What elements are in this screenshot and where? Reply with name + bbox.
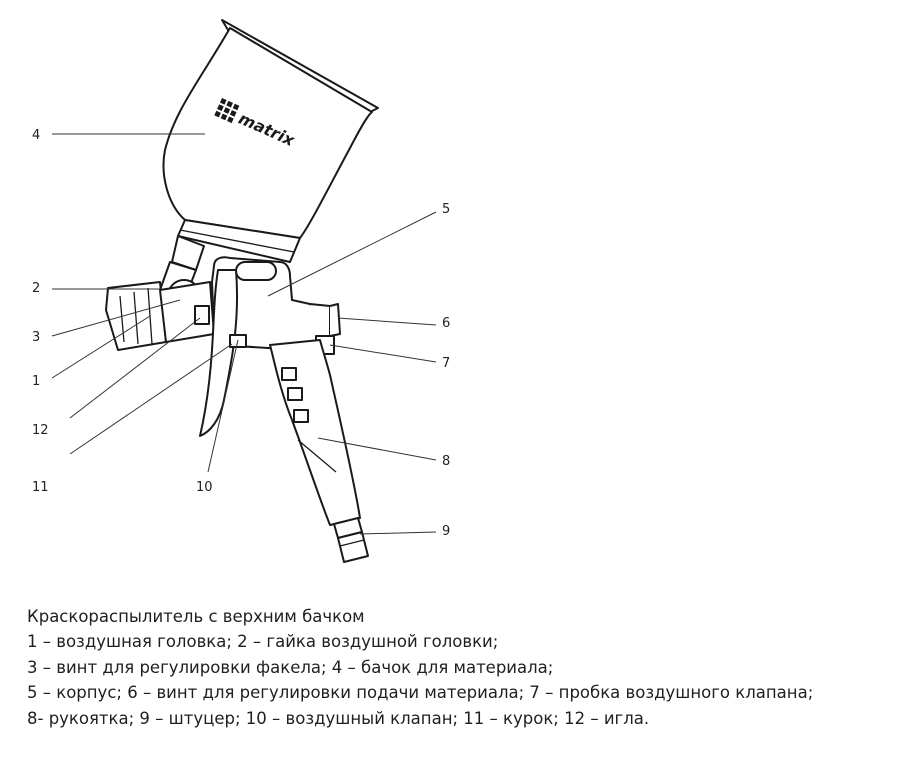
callout-8: 8	[442, 454, 450, 469]
callout-2: 2	[32, 281, 40, 296]
callout-12: 12	[32, 423, 49, 438]
caption-line: 3 – винт для регулировки факела; 4 – бач…	[27, 657, 554, 677]
caption-line: 1 – воздушная головка; 2 – гайка воздушн…	[27, 632, 499, 652]
caption-line: 5 – корпус; 6 – винт для регулировки под…	[27, 683, 814, 703]
callout-4: 4	[32, 128, 40, 143]
leader-lines	[51, 133, 437, 535]
spray-gun-diagram: matrix	[32, 19, 450, 563]
logo-grid-icon	[214, 98, 240, 124]
gun-handle	[269, 339, 361, 526]
callout-10: 10	[196, 480, 213, 495]
paint-cup	[162, 19, 379, 263]
callout-6: 6	[442, 316, 450, 331]
air-fitting	[333, 517, 369, 563]
callout-5: 5	[442, 202, 450, 217]
callout-9: 9	[442, 524, 450, 539]
spray-gun-drawing: matrix	[32, 19, 450, 563]
air-cap-assembly	[105, 279, 215, 351]
figure-caption: Краскораспылитель с верхним бачком 1 – в…	[27, 604, 907, 731]
callout-labels: 4 5 2 6 3 7 1 12 8 11 10 9	[32, 128, 450, 539]
callout-7: 7	[442, 356, 450, 371]
callout-3: 3	[32, 330, 40, 345]
caption-title: Краскораспылитель с верхним бачком	[27, 607, 365, 626]
caption-line: 8- рукоятка; 9 – штуцер; 10 – воздушный …	[27, 708, 650, 728]
callout-11: 11	[32, 480, 49, 495]
callout-1: 1	[32, 374, 40, 389]
